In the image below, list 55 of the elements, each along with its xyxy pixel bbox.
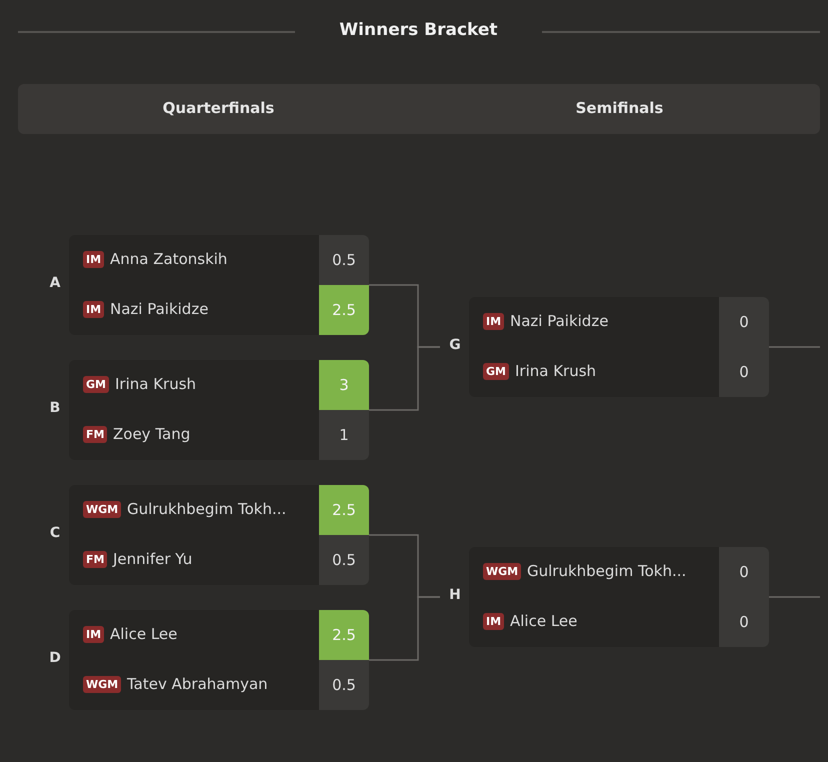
match-letter: H: [444, 587, 466, 607]
player-name: Alice Lee: [510, 612, 578, 631]
match-letter: G: [444, 337, 466, 357]
bracket-line: [769, 346, 820, 348]
match-card: [69, 360, 369, 460]
title-badge: IM: [483, 313, 504, 330]
score-cell: 2.5: [319, 610, 369, 660]
column-heading: Quarterfinals: [162, 99, 276, 117]
match-letter: C: [48, 525, 62, 541]
title-badge: IM: [83, 626, 104, 643]
score-cell: 0: [719, 347, 769, 397]
player-name: Anna Zatonskih: [110, 250, 228, 269]
player-name: Irina Krush: [515, 362, 596, 381]
match-card: [69, 485, 369, 585]
score-cell: 0.5: [319, 660, 369, 710]
score-cell: 3: [319, 360, 369, 410]
match-letter: A: [48, 275, 62, 291]
title-badge: IM: [483, 613, 504, 630]
score-cell: 2.5: [319, 485, 369, 535]
match-letter: B: [48, 400, 62, 416]
player-name: Zoey Tang: [113, 425, 190, 444]
title-badge: GM: [483, 363, 509, 380]
title-badge: IM: [83, 251, 104, 268]
player-name: Nazi Paikidze: [510, 312, 608, 331]
score-cell: 0.5: [319, 235, 369, 285]
player-name: Irina Krush: [115, 375, 196, 394]
title-badge: IM: [83, 301, 104, 318]
score-cell: 0: [719, 297, 769, 347]
score-cell: 0: [719, 597, 769, 647]
score-cell: 0: [719, 547, 769, 597]
match-letter: D: [48, 650, 62, 666]
score-cell: 2.5: [319, 285, 369, 335]
player-name: Nazi Paikidze: [110, 300, 208, 319]
score-cell: 1: [319, 410, 369, 460]
match-card: [69, 235, 369, 335]
match-card: [469, 547, 769, 647]
bracket-line: [769, 596, 820, 598]
title-badge: GM: [83, 376, 109, 393]
player-name: Gulrukhbegim Tokh...: [527, 562, 686, 581]
bracket-line: [369, 346, 440, 411]
bracket-line: [369, 596, 440, 661]
title-badge: WGM: [83, 501, 122, 518]
title-badge: WGM: [483, 563, 522, 580]
title-badge: WGM: [83, 676, 122, 693]
column-heading: Semifinals: [574, 99, 664, 117]
match-card: [69, 610, 369, 710]
player-name: Alice Lee: [110, 625, 178, 644]
title-badge: FM: [83, 426, 108, 443]
match-card: [469, 297, 769, 397]
title-badge: FM: [83, 551, 108, 568]
player-name: Gulrukhbegim Tokh...: [127, 500, 286, 519]
player-name: Jennifer Yu: [113, 550, 192, 569]
score-cell: 0.5: [319, 535, 369, 585]
title: Winners Bracket: [338, 20, 499, 40]
player-name: Tatev Abrahamyan: [127, 675, 268, 694]
